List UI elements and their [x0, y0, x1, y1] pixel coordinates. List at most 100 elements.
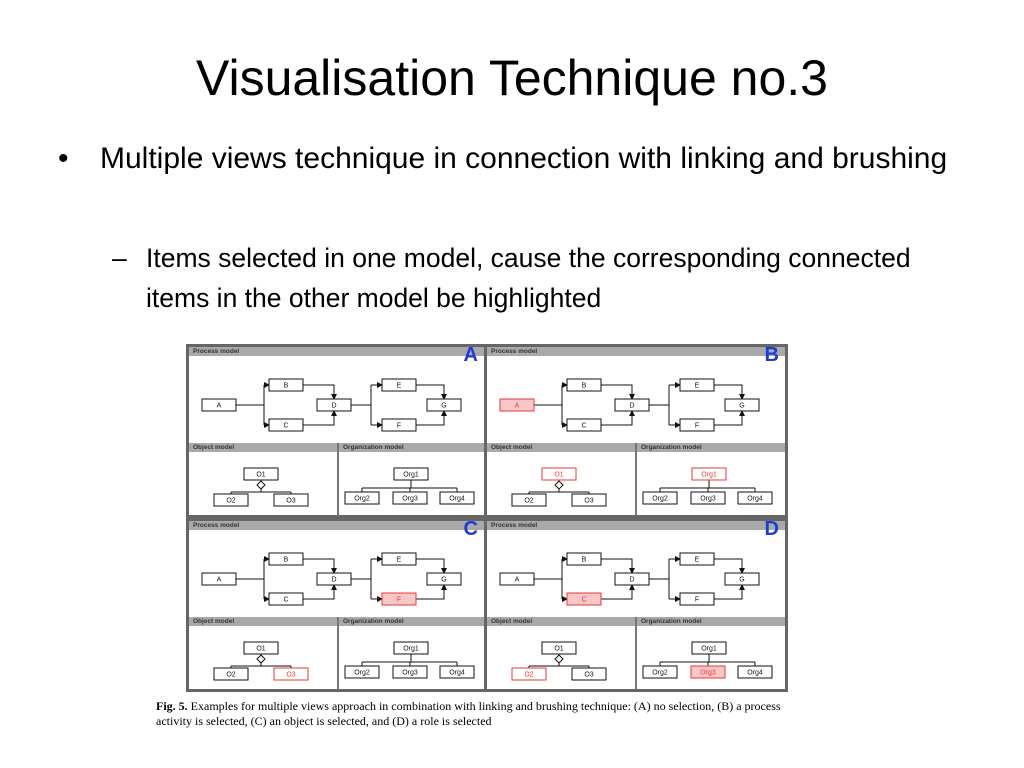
process-node-g[interactable]: G: [426, 572, 462, 586]
organization-node-org3[interactable]: Org3: [690, 665, 726, 679]
process-node-d[interactable]: D: [316, 398, 352, 412]
organization-node-org1[interactable]: Org1: [393, 467, 429, 481]
svg-text:Org4: Org4: [449, 496, 465, 503]
svg-text:Org2: Org2: [354, 496, 370, 503]
process-node-c[interactable]: C: [268, 418, 304, 432]
svg-text:C: C: [283, 423, 288, 430]
process-model-header: Process model: [189, 521, 484, 530]
object-model-header: Object model: [487, 443, 635, 452]
organization-node-org2[interactable]: Org2: [642, 491, 678, 505]
organization-node-org4[interactable]: Org4: [439, 665, 475, 679]
object-node-o3[interactable]: O3: [273, 667, 309, 681]
object-node-o3[interactable]: O3: [571, 667, 607, 681]
svg-text:O1: O1: [554, 646, 563, 653]
svg-text:G: G: [441, 403, 446, 410]
svg-text:B: B: [582, 557, 587, 564]
svg-text:A: A: [217, 577, 222, 584]
object-node-o2[interactable]: O2: [213, 493, 249, 507]
process-node-d[interactable]: D: [614, 398, 650, 412]
process-node-c[interactable]: C: [566, 418, 602, 432]
svg-text:F: F: [695, 423, 699, 430]
organization-node-org1[interactable]: Org1: [393, 641, 429, 655]
svg-text:F: F: [397, 423, 401, 430]
svg-text:G: G: [739, 403, 744, 410]
process-node-e[interactable]: E: [679, 378, 715, 392]
process-node-f[interactable]: F: [381, 418, 417, 432]
object-node-o2[interactable]: O2: [213, 667, 249, 681]
process-node-c[interactable]: C: [268, 592, 304, 606]
svg-text:D: D: [331, 403, 336, 410]
process-node-b[interactable]: B: [566, 552, 602, 566]
caption-label: Fig. 5.: [156, 699, 188, 713]
svg-text:O2: O2: [524, 498, 533, 505]
process-node-c[interactable]: C: [566, 592, 602, 606]
organization-node-org2[interactable]: Org2: [344, 491, 380, 505]
object-node-o2[interactable]: O2: [511, 493, 547, 507]
object-node-o1[interactable]: O1: [541, 467, 577, 481]
process-node-a[interactable]: A: [201, 572, 237, 586]
organization-node-org2[interactable]: Org2: [344, 665, 380, 679]
svg-text:B: B: [582, 383, 587, 390]
svg-text:Org1: Org1: [403, 472, 419, 479]
organization-node-org3[interactable]: Org3: [392, 491, 428, 505]
object-node-o1[interactable]: O1: [243, 467, 279, 481]
process-node-f[interactable]: F: [679, 418, 715, 432]
organization-model-header: Organization model: [339, 443, 484, 452]
process-node-g[interactable]: G: [724, 398, 760, 412]
process-node-f[interactable]: F: [679, 592, 715, 606]
organization-node-org2[interactable]: Org2: [642, 665, 678, 679]
panel-letter: A: [463, 347, 478, 366]
svg-text:Org4: Org4: [449, 670, 465, 677]
figure-caption: Fig. 5. Examples for multiple views appr…: [156, 699, 818, 729]
svg-text:E: E: [695, 383, 700, 390]
svg-text:O2: O2: [524, 672, 533, 679]
organization-node-org1[interactable]: Org1: [691, 467, 727, 481]
process-node-a[interactable]: A: [499, 398, 535, 412]
organization-node-org3[interactable]: Org3: [392, 665, 428, 679]
svg-text:E: E: [397, 383, 402, 390]
model-divider: [635, 617, 637, 689]
process-node-e[interactable]: E: [381, 378, 417, 392]
object-node-o3[interactable]: O3: [571, 493, 607, 507]
organization-node-org4[interactable]: Org4: [737, 491, 773, 505]
svg-text:B: B: [284, 557, 289, 564]
process-node-d[interactable]: D: [316, 572, 352, 586]
process-node-e[interactable]: E: [381, 552, 417, 566]
process-node-b[interactable]: B: [566, 378, 602, 392]
process-node-e[interactable]: E: [679, 552, 715, 566]
object-node-o2[interactable]: O2: [511, 667, 547, 681]
process-node-f[interactable]: F: [381, 592, 417, 606]
organization-node-org4[interactable]: Org4: [439, 491, 475, 505]
svg-text:O1: O1: [554, 472, 563, 479]
process-node-g[interactable]: G: [724, 572, 760, 586]
organization-model-header: Organization model: [637, 617, 785, 626]
process-node-b[interactable]: B: [268, 378, 304, 392]
process-node-a[interactable]: A: [499, 572, 535, 586]
process-node-a[interactable]: A: [201, 398, 237, 412]
svg-text:D: D: [331, 577, 336, 584]
svg-text:O2: O2: [226, 498, 235, 505]
organization-node-org1[interactable]: Org1: [691, 641, 727, 655]
svg-text:D: D: [629, 577, 634, 584]
svg-text:O3: O3: [584, 498, 593, 505]
process-node-d[interactable]: D: [614, 572, 650, 586]
svg-text:Org1: Org1: [701, 472, 717, 479]
process-node-b[interactable]: B: [268, 552, 304, 566]
object-node-o1[interactable]: O1: [243, 641, 279, 655]
organization-node-org3[interactable]: Org3: [690, 491, 726, 505]
bullet-marker: •: [58, 142, 69, 175]
svg-text:O1: O1: [256, 646, 265, 653]
process-node-g[interactable]: G: [426, 398, 462, 412]
svg-text:Org4: Org4: [747, 670, 763, 677]
subbullet-marker: –: [112, 243, 127, 273]
object-node-o3[interactable]: O3: [273, 493, 309, 507]
svg-text:Org1: Org1: [403, 646, 419, 653]
organization-node-org4[interactable]: Org4: [737, 665, 773, 679]
svg-text:Org3: Org3: [402, 496, 418, 503]
object-node-o1[interactable]: O1: [541, 641, 577, 655]
svg-text:D: D: [629, 403, 634, 410]
